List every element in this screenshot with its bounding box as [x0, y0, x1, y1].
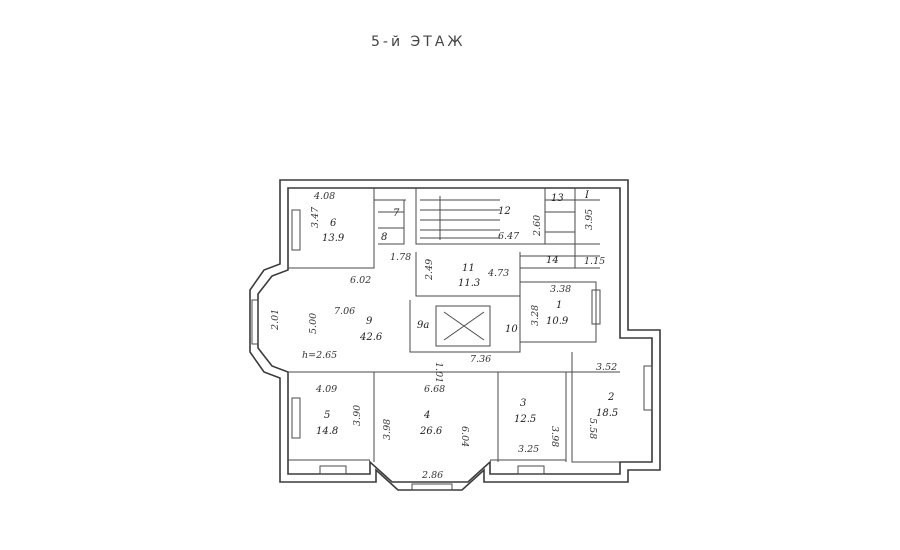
room-2-area: 18.5: [596, 408, 618, 419]
room-5-area: 14.8: [316, 426, 338, 437]
room-11-area: 11.3: [458, 278, 480, 289]
room-2-number: 2: [607, 392, 614, 403]
dim-label: 3.98: [382, 419, 393, 440]
room-12-number: 12: [498, 206, 511, 217]
room-1-number: 1: [556, 300, 562, 311]
room-6-area: 13.9: [322, 233, 345, 244]
room-10-number: 10: [505, 324, 518, 335]
dim-label: 7.36: [470, 354, 491, 365]
room-8-number: 8: [381, 232, 387, 243]
windows: [251, 209, 653, 491]
dim-label: 4.73: [487, 268, 509, 279]
room-3-number: 3: [520, 398, 526, 409]
room-9a-number: 9а: [417, 320, 429, 331]
dim-label: 1.01: [433, 362, 444, 383]
dim-label: h=2.65: [302, 350, 337, 361]
room-6-number: 6: [330, 218, 337, 229]
room-4-number: 4: [423, 410, 430, 421]
room-3-area: 12.5: [514, 414, 536, 425]
dim-label: 3.90: [352, 405, 363, 426]
dim-label: 3.98: [549, 426, 560, 447]
dim-label: 5.00: [308, 313, 319, 334]
room-9-number: 9: [366, 316, 373, 327]
dim-label: 2.86: [421, 470, 443, 481]
dim-label: 2.60: [532, 215, 543, 237]
dim-label: 3.47: [310, 206, 321, 228]
dim-label: 2.01: [270, 309, 281, 331]
dim-label: 3.52: [596, 362, 617, 373]
room-I-number: I: [584, 190, 590, 201]
room-11-number: 11: [462, 263, 475, 274]
room-5-number: 5: [324, 410, 330, 421]
dim-label: 6.68: [424, 384, 445, 395]
dim-label: 7.06: [334, 306, 355, 317]
dim-label: 3.25: [518, 444, 539, 455]
dim-label: 1.15: [584, 256, 605, 267]
dim-label: 5.58: [587, 418, 598, 439]
interior-walls: [288, 188, 620, 463]
dim-label: 6.02: [350, 275, 371, 286]
dim-label: 2.49: [424, 259, 435, 281]
dim-label: 6.04: [459, 426, 470, 447]
room-13-number: 13: [551, 193, 564, 204]
room-7-number: 7: [393, 208, 400, 219]
room-9-area: 42.6: [359, 332, 383, 343]
dim-label: 3.38: [550, 284, 571, 295]
dim-label: 3.95: [584, 209, 595, 230]
floor-title: 5-й ЭТАЖ: [371, 34, 466, 50]
room-14-number: 14: [546, 255, 559, 266]
room-4-area: 26.6: [419, 426, 443, 437]
dim-label: 3.28: [530, 305, 541, 326]
dim-label: 6.47: [498, 231, 520, 242]
dimension-labels: 4.08 3.47 6.02 1.78 2.60 6.47 3.95 1.15 …: [270, 191, 617, 481]
room-labels: 6 13.9 12 13 I 14 11 11.3 1 10.9 9 42.6 …: [316, 190, 618, 437]
dim-label: 4.08: [313, 191, 335, 202]
dim-label: 1.78: [390, 252, 411, 263]
dim-label: 4.09: [315, 384, 337, 395]
room-1-area: 10.9: [546, 316, 569, 327]
